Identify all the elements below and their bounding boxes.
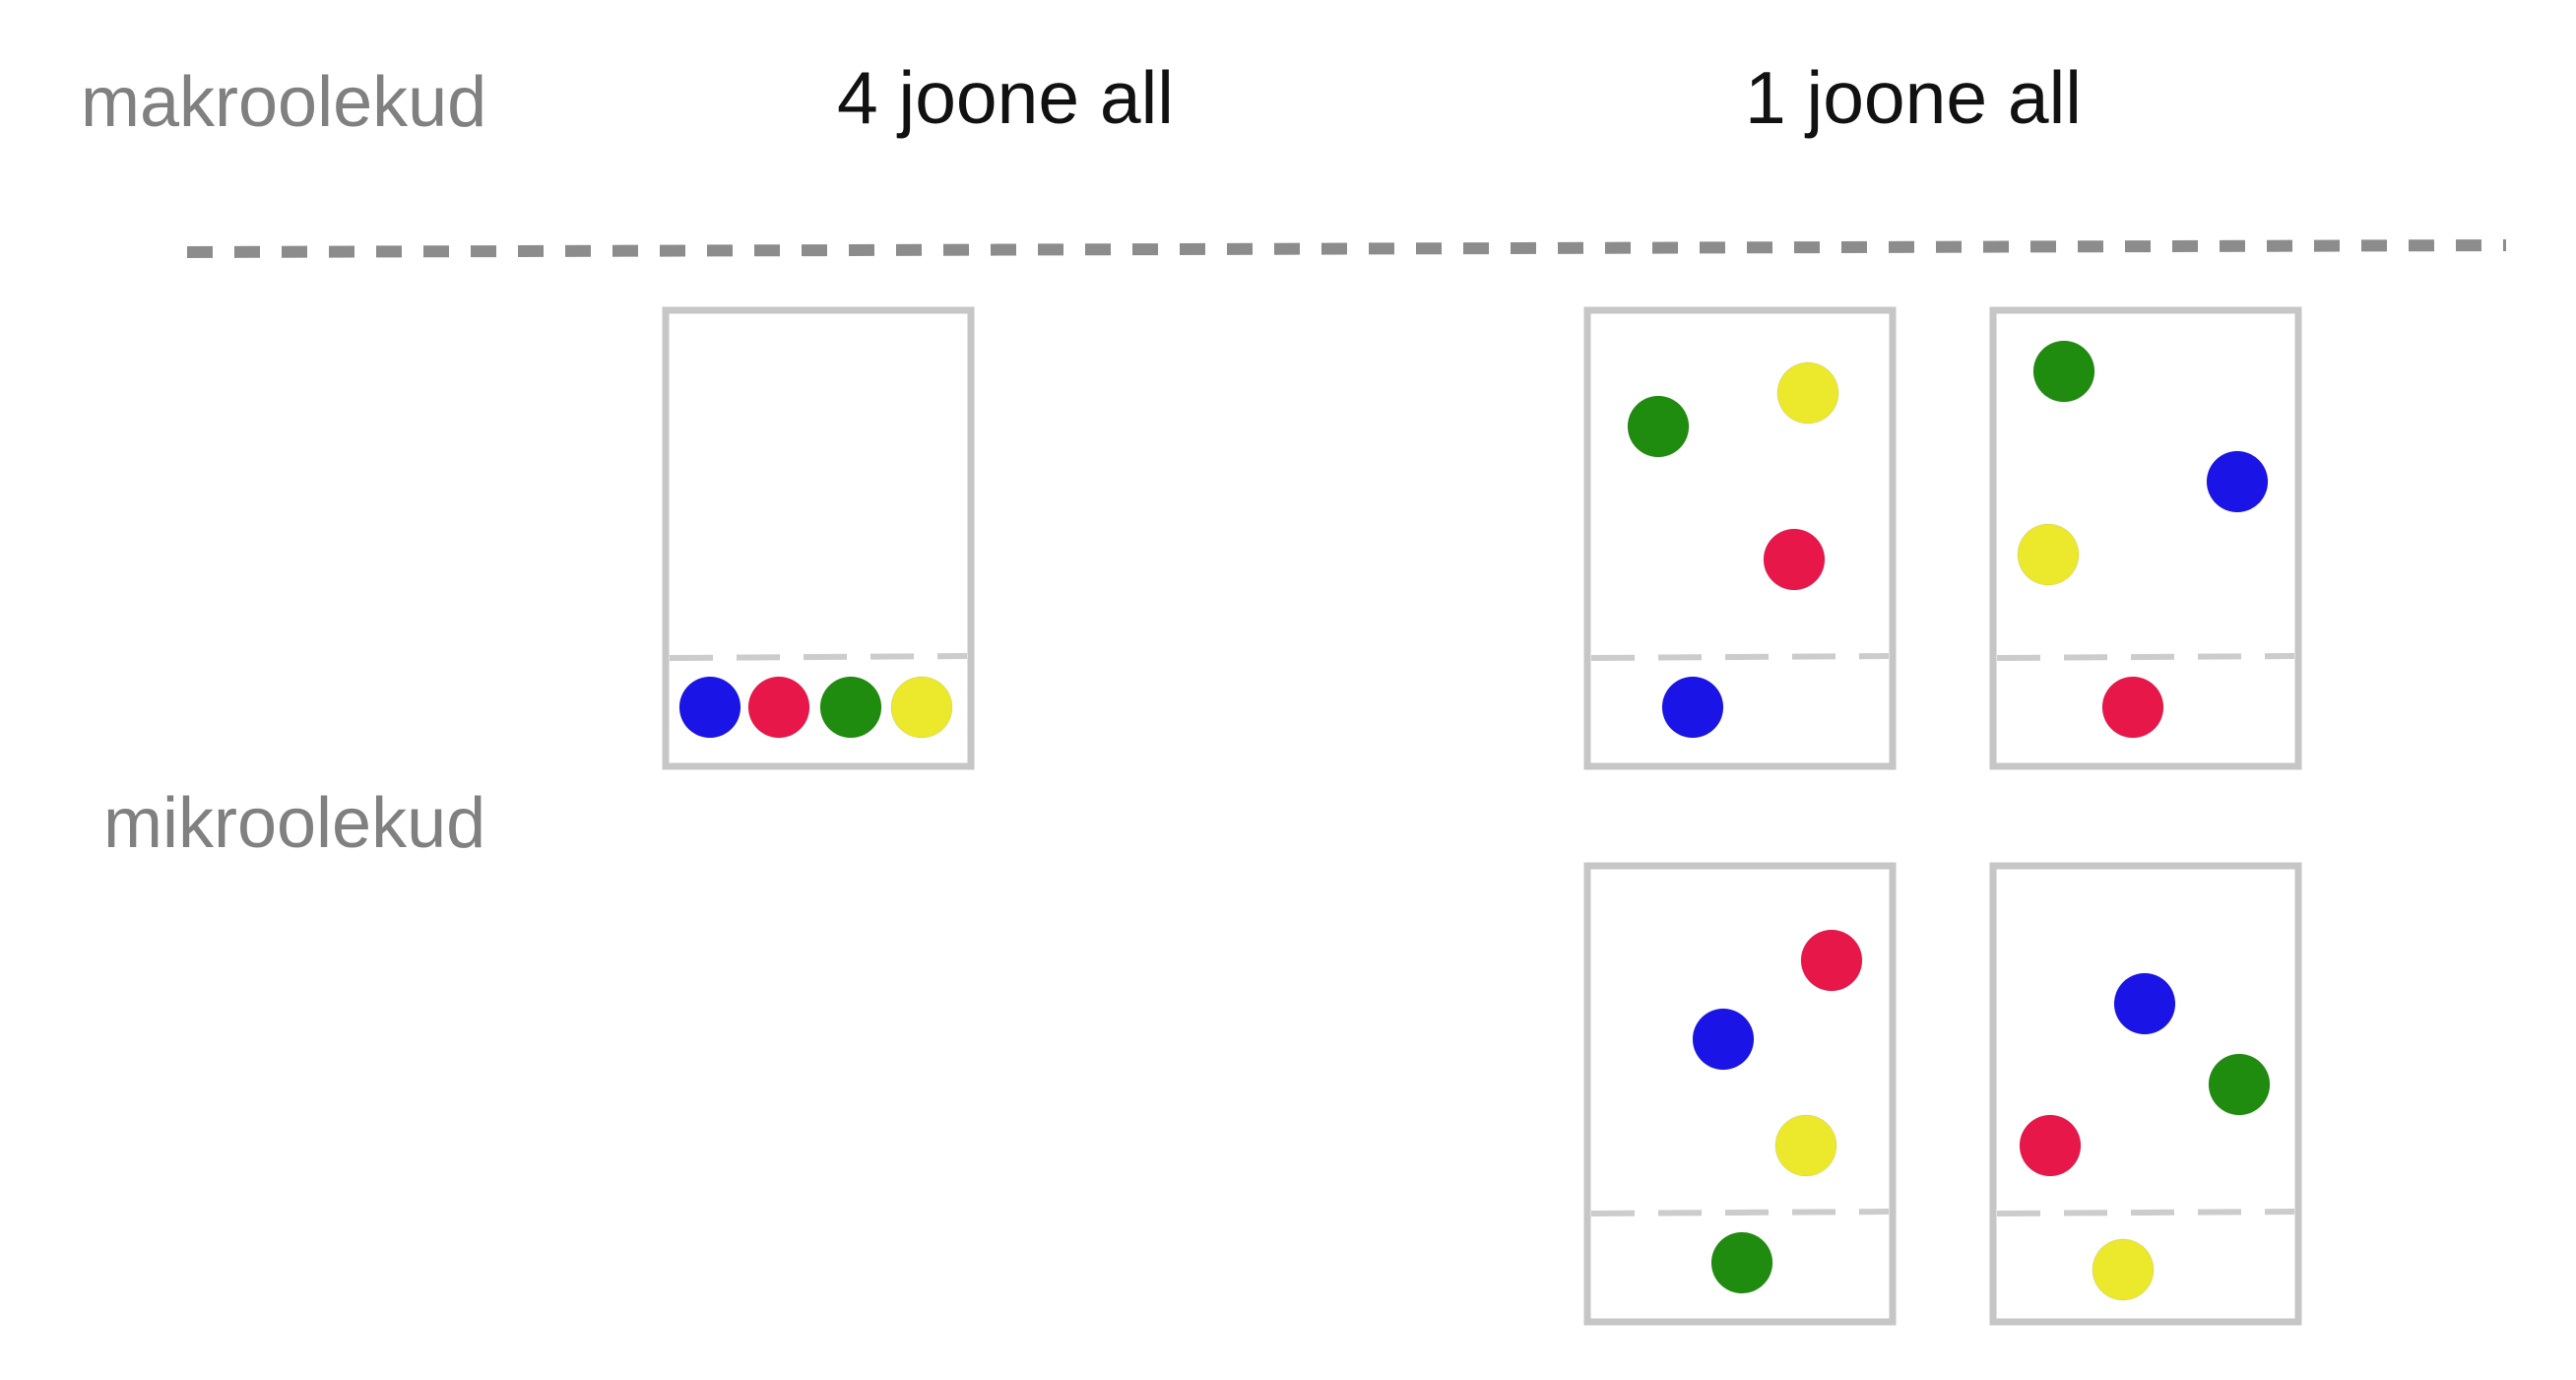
box-divider-line	[669, 653, 968, 661]
box-frame	[1583, 306, 1897, 770]
particle-green	[819, 676, 882, 739]
four-below-heading: 4 joone all	[837, 56, 1174, 139]
box-divider-line	[1590, 1209, 1890, 1216]
particle-red	[1800, 929, 1863, 992]
boxes-layer	[662, 306, 2302, 1326]
particle-blue	[2206, 450, 2269, 513]
one-below-heading: 1 joone all	[1745, 56, 2082, 139]
microstate-box	[662, 306, 975, 770]
particle-yellow	[1774, 1114, 1837, 1177]
particle-green	[1627, 395, 1690, 458]
particle-green	[1710, 1231, 1773, 1294]
box-divider-line	[1996, 1209, 2295, 1216]
box-divider-line	[1996, 653, 2295, 661]
particle-yellow	[890, 676, 953, 739]
particle-red	[2101, 676, 2164, 739]
macrostates-label: makroolekud	[81, 63, 487, 142]
particle-green	[2208, 1053, 2271, 1116]
particle-yellow	[2092, 1238, 2155, 1301]
microstate-box	[1989, 306, 2302, 770]
microstate-box	[1583, 306, 1897, 770]
particle-blue	[1661, 676, 1724, 739]
particle-red	[2019, 1114, 2082, 1177]
microstate-box	[1583, 862, 1897, 1326]
particle-blue	[2113, 972, 2176, 1035]
particle-red	[747, 676, 810, 739]
particle-yellow	[1776, 361, 1839, 425]
particle-blue	[1692, 1008, 1755, 1071]
microstate-box	[1989, 862, 2302, 1326]
particle-red	[1763, 528, 1826, 591]
separator-dashed-line	[186, 239, 2507, 258]
box-divider-line	[1590, 653, 1890, 661]
microstates-label: mikroolekud	[103, 784, 486, 863]
particle-yellow	[2017, 523, 2080, 586]
particle-blue	[678, 676, 741, 739]
particle-green	[2032, 340, 2095, 403]
